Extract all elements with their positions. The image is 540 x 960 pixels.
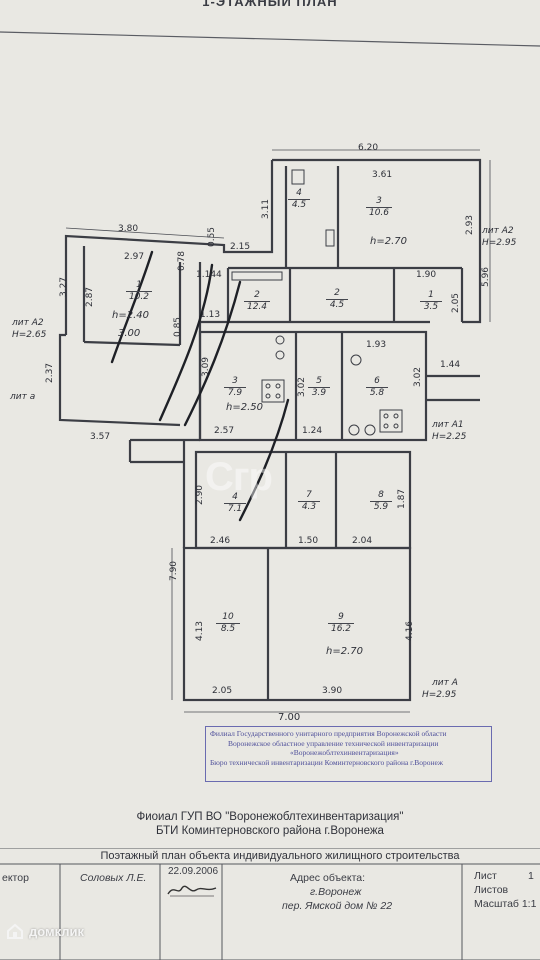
ceiling-height: h=2.70 — [370, 236, 407, 247]
address-street: пер. Ямской дом № 22 — [282, 900, 393, 912]
dimension-label: 2.87 — [85, 286, 96, 308]
extra-label: 3.00 — [118, 328, 141, 339]
dimension-label: 2.97 — [124, 252, 145, 262]
organization-header: Фиоиал ГУП ВО "Воронежоблтехинвентаризац… — [0, 810, 540, 838]
dimension-label: 1.13 — [200, 310, 221, 320]
dimension-label: 4.16 — [405, 620, 416, 642]
dimension-label: 2.37 — [45, 362, 56, 384]
sheet-value: 1 — [528, 870, 534, 882]
address-city: г.Воронеж — [310, 886, 362, 898]
lit-label: Н=2.95 — [482, 238, 517, 248]
dimension-label: 4.13 — [195, 620, 206, 642]
role-cell: ектор — [2, 872, 29, 884]
sheets-label: Листов — [474, 884, 509, 896]
dimension-label: 2.57 — [214, 426, 235, 436]
org-line: Фиоиал ГУП ВО "Воронежоблтехинвентаризац… — [136, 811, 404, 823]
sheet-label: Лист — [474, 870, 497, 882]
dimension-label: 0.78 — [177, 250, 188, 272]
dimension-label: 3.80 — [118, 224, 139, 234]
dimension-label: 1.90 — [416, 270, 437, 280]
dimension-label: 7.90 — [169, 560, 180, 582]
dimension-label: 3.57 — [90, 432, 111, 442]
stamp-line: Бюро технической инвентаризации Коминтер… — [210, 757, 444, 767]
dimension-label: 3.09 — [201, 356, 212, 378]
dimension-label: 6.20 — [358, 143, 379, 153]
dimension-label: 3.11 — [261, 198, 272, 220]
stamp-line: Воронежское областное управление техниче… — [228, 738, 439, 748]
ceiling-height: h=2.50 — [226, 402, 263, 413]
dimension-label: 3.61 — [372, 170, 393, 180]
dimension-label: 2.05 — [451, 292, 462, 314]
dimension-label: 2.05 — [212, 686, 233, 696]
dimension-label: 2.15 — [230, 242, 251, 252]
watermark: Сгр — [205, 455, 273, 499]
dimension-label: 1.50 — [298, 536, 319, 546]
lit-label: лит А1 — [432, 420, 464, 430]
dimension-label: 1.44 — [440, 360, 461, 370]
address-label: Адрес объекта: — [290, 872, 366, 884]
signature-icon — [167, 885, 217, 897]
house-icon — [7, 923, 23, 939]
bti-stamp: Филиал Государственного унитарного предп… — [205, 726, 492, 782]
domclick-logo: домклик — [6, 922, 84, 940]
dimension-label: 1.144 — [196, 270, 222, 280]
dimension-label: 1.24 — [302, 426, 323, 436]
plan-title: Поэтажный план объекта индивидуального ж… — [100, 850, 460, 862]
person-cell: Соловых Л.Е. — [80, 872, 147, 884]
scale-label: Масштаб 1:1 — [474, 898, 537, 910]
ceiling-height: h=2.40 — [112, 310, 149, 321]
dimension-label: 2.04 — [352, 536, 373, 546]
dimension-label: 2.46 — [210, 536, 231, 546]
dimension-label: 3.02 — [413, 366, 424, 388]
lit-label: лит А2 — [482, 226, 514, 236]
stamp-line: «Воронежоблтехинвентаризация» — [290, 748, 399, 757]
dimension-label: 2.93 — [465, 214, 476, 236]
stamp-line: Филиал Государственного унитарного предп… — [210, 729, 447, 738]
logo-text: домклик — [29, 923, 85, 939]
dimension-label: 0.85 — [173, 316, 184, 338]
lit-label: лит А — [432, 678, 458, 688]
dimension-label: 0.55 — [207, 226, 218, 248]
dimension-label: 2.90 — [195, 484, 206, 506]
org-line: БТИ Коминтерновского района г.Воронежа — [156, 825, 384, 837]
sheet-title: 1-ЭТАЖНЫЙ ПЛАН — [202, 0, 338, 9]
dimension-label: 7.00 — [278, 712, 301, 723]
lit-label: лит А2 — [12, 318, 44, 328]
dimension-label: 3.90 — [322, 686, 343, 696]
lit-label: Н=2.65 — [12, 330, 47, 340]
title-table-lines — [0, 848, 540, 960]
dimension-label: 3.27 — [59, 276, 70, 298]
ceiling-height: h=2.70 — [326, 646, 363, 657]
date-cell: 22.09.2006 — [168, 866, 219, 877]
dimension-label: 5.96 — [481, 266, 492, 288]
dimension-label: 1.93 — [366, 340, 387, 350]
lit-label: Н=2.95 — [422, 690, 457, 700]
lit-label: Н=2.25 — [432, 432, 467, 442]
dimension-label: 3.02 — [297, 376, 308, 398]
lit-label: лит а — [10, 392, 36, 402]
dimension-label: 1.87 — [397, 488, 408, 510]
